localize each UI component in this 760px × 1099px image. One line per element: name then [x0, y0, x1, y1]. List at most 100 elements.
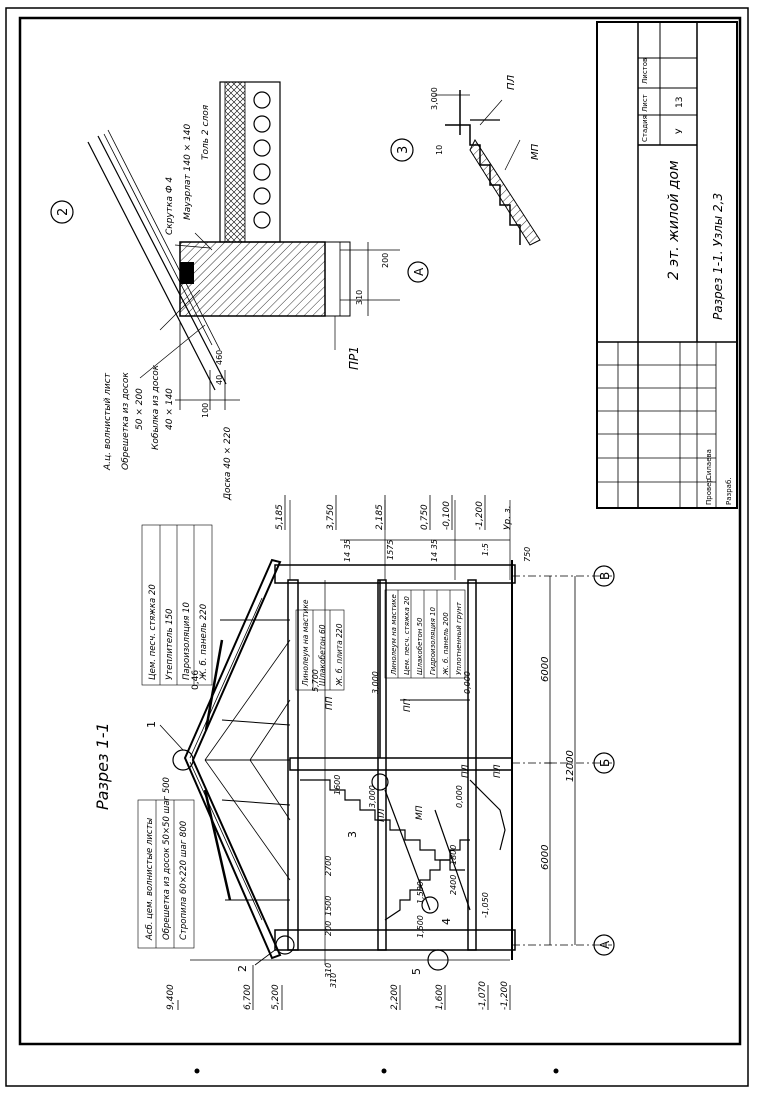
node-2-detail [50, 81, 429, 410]
elev-inner-1: 3,000 [371, 671, 380, 694]
dim-bottom-5: 1,500 [416, 881, 425, 904]
elev-right-4: -0,100 [442, 501, 452, 530]
stage-header: Стадия [641, 115, 649, 142]
title-project: 2 эт. жилой дом [666, 160, 682, 280]
dim-bottom-3: 2700 [324, 856, 333, 876]
label-pl-2: ПЛ [461, 764, 471, 778]
node2-dim-2: 460 [215, 350, 224, 365]
dim-right-0: 14 35 [343, 539, 352, 562]
developed-label: Разраб. [725, 477, 733, 505]
sheets-header: Листов [641, 58, 649, 84]
checked-label: Провер. [705, 476, 713, 505]
dim-bottom-1: 200 [324, 921, 333, 936]
title-sheet: Разрез 1-1. Узлы 2,3 [711, 193, 725, 320]
axis-b: Б [598, 759, 612, 767]
node3-marker: 3 [396, 146, 411, 154]
elev-right-1: 3,750 [326, 504, 336, 530]
elev-inner-4: 1,500 [416, 915, 425, 938]
elev-left-3: 2,200 [390, 984, 400, 1010]
node-3-detail [390, 90, 541, 246]
dim-bottom-10: 12000 [565, 750, 576, 782]
node2-note-4: 40 × 140 [165, 388, 175, 430]
dim-right-2: 14 35 [430, 539, 439, 562]
label-mp-1: МП [415, 805, 425, 820]
node2-axis: А [412, 267, 426, 276]
elev-left-4: 1,600 [435, 984, 445, 1010]
floor1-note-0: Линолеум на мастике [390, 594, 398, 676]
label-pl-1: ПЛ [377, 808, 387, 822]
elev-inner-3: 3,000 [368, 785, 377, 808]
label-pl-3: ПЛ [493, 764, 503, 778]
floor-note-0: Цем. песч. стяжка 20 [148, 584, 158, 680]
section-marker-1: 1 [145, 721, 158, 728]
axis-a: А [598, 940, 612, 949]
dim-bottom-7: 1800 [449, 845, 458, 865]
dim-bottom-11: 310 [329, 973, 338, 988]
elev-left-6: -1,200 [500, 981, 510, 1010]
roof-note-2: Стропила 60×220 шаг 800 [179, 821, 189, 940]
floor1-note-4: Ж. б. панель 200 [442, 612, 450, 676]
section-marker-4: 4 [440, 918, 453, 925]
node2-note-2: 50 × 200 [135, 388, 145, 430]
outer-frame [5, 7, 749, 1087]
elev-inner-6: 0,000 [455, 785, 464, 808]
elev-left-5: -1,070 [478, 981, 488, 1010]
elev-inner-5: -1,050 [481, 892, 490, 918]
floor1-note-1: Цем. песч. стяжка 20 [403, 596, 411, 675]
floor-note-3: Ж. б. панель 220 [199, 604, 209, 681]
node2-marker: 2 [56, 208, 71, 216]
roof-slope: 0,46 [191, 670, 201, 690]
elev-right-2: 2,185 [375, 504, 385, 530]
roof-note-1: Обрешетка из досок 50×50 шаг 500 [162, 777, 172, 940]
dim-bottom-2: 1500 [324, 896, 333, 916]
node2-dim-4: 200 [381, 253, 390, 268]
node3-mp: МП [530, 143, 541, 160]
dim-bottom-9: 6000 [540, 657, 551, 682]
dim-right-3: 1:5 [481, 543, 490, 556]
binder-hole [194, 1068, 200, 1074]
binder-hole [381, 1068, 387, 1074]
elev-inner-0: 5,700 [311, 669, 320, 692]
dim-bottom-4: 1600 [333, 775, 342, 795]
elev-inner-2: 0,000 [463, 671, 472, 694]
title-block [596, 21, 738, 509]
label-pp-2: ПП [403, 698, 413, 712]
dim-right-1: 1575 [386, 540, 395, 560]
node2-note-5: Доска 40 × 220 [223, 427, 233, 501]
checked-name: Силаева [705, 449, 713, 480]
elev-right-6: Ур. з. [503, 505, 513, 530]
node2-dim-3: 310 [355, 290, 364, 305]
floor-note-1: Утеплитель 150 [165, 609, 175, 680]
axis-v: В [598, 572, 612, 580]
elev-right-3: 0,750 [420, 504, 430, 530]
floor1-note-3: Гидроизоляция 10 [429, 607, 437, 675]
dim-bottom-0: 310 [324, 963, 333, 978]
node2-note-8: Толь 2 слоя [201, 104, 211, 160]
section-marker-3: 3 [346, 831, 359, 838]
sheet-header: Лист [641, 94, 649, 112]
section-1-1 [137, 495, 615, 1010]
floor2-note-0: Линолеум на мастике [301, 599, 310, 687]
dim-right-4: 750 [523, 547, 532, 562]
node2-note-6: Скрутка Ф 4 [165, 177, 175, 235]
sheet-value: 13 [675, 97, 685, 108]
node2-note-1: Обрешетка из досок [121, 372, 131, 470]
node2-note-0: А.ц. волнистый лист [103, 372, 113, 471]
floor1-note-5: Уплотненный грунт [455, 601, 463, 675]
dim-bottom-8: 6000 [540, 845, 551, 870]
section-marker-2: 2 [236, 965, 249, 972]
elev-left-1: 6,700 [243, 984, 253, 1010]
node3-pl: ПЛ [506, 74, 517, 90]
node2-dim-0: 100 [201, 403, 210, 418]
floor2-note-1: Шлакобетон 60 [318, 624, 327, 686]
node2-note-3: Кобылка из досок [151, 364, 161, 450]
node2-note-7: Мауэрлат 140 × 140 [183, 123, 193, 220]
node3-dim: 10 [435, 145, 444, 155]
dim-bottom-6: 2400 [449, 875, 458, 895]
inner-frame [18, 16, 742, 1046]
elev-left-2: 5,200 [271, 984, 281, 1010]
elev-right-5: -1,200 [475, 501, 485, 530]
roof-note-0: Асб. цем. волнистые листы [145, 817, 155, 941]
elev-right-0: 5,185 [275, 504, 285, 530]
